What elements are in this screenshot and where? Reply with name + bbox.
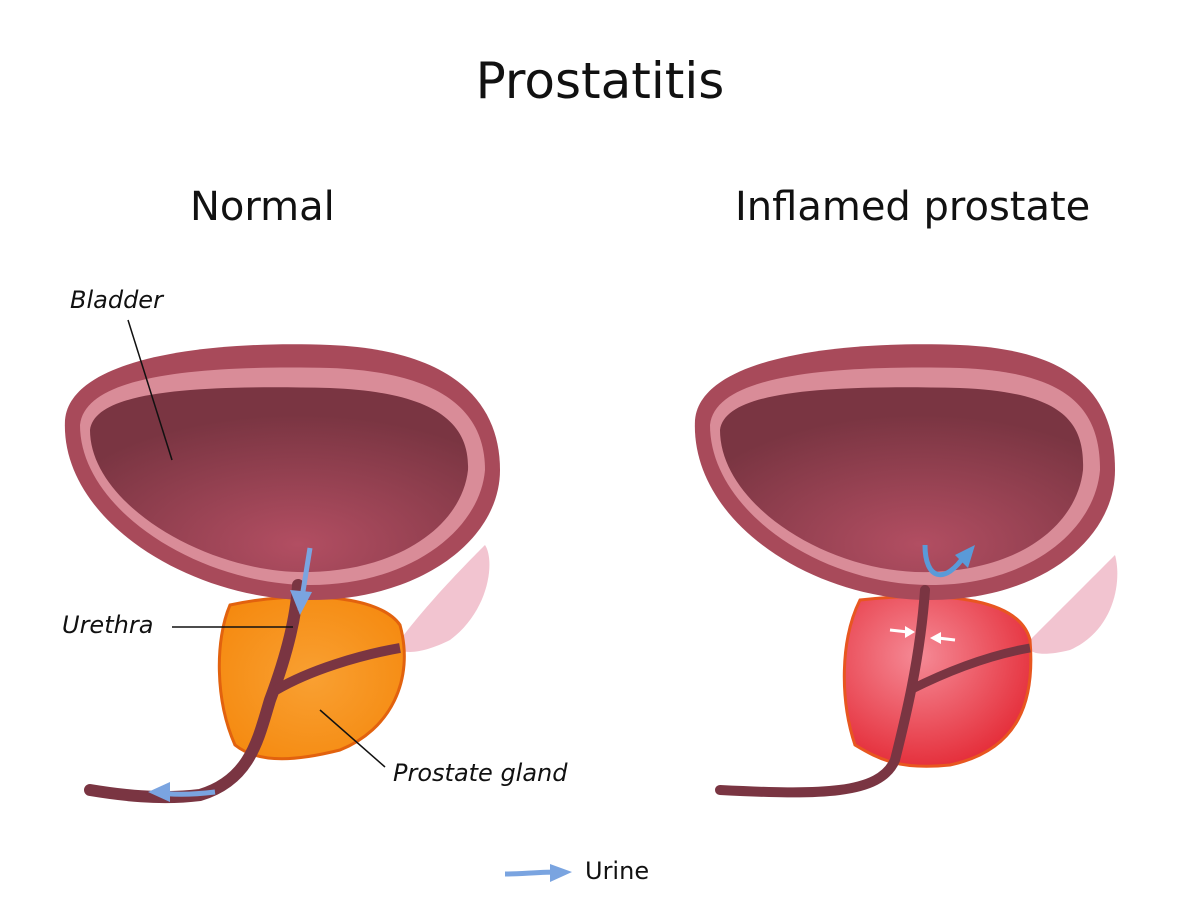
seminal-vesicle-right (1030, 555, 1118, 654)
normal-prostate-group (64, 319, 501, 804)
bladder-label: Bladder (70, 286, 163, 314)
inflamed-heading: Inflamed prostate (735, 184, 1091, 230)
prostate-gland-label: Prostate gland (393, 759, 568, 787)
urethra-label: Urethra (62, 611, 154, 639)
seminal-vesicle-left (400, 545, 490, 652)
inflamed-prostate-group (694, 344, 1118, 798)
normal-heading: Normal (190, 184, 335, 230)
urine-legend-label: Urine (585, 857, 650, 885)
page-title: Prostatitis (475, 52, 725, 110)
